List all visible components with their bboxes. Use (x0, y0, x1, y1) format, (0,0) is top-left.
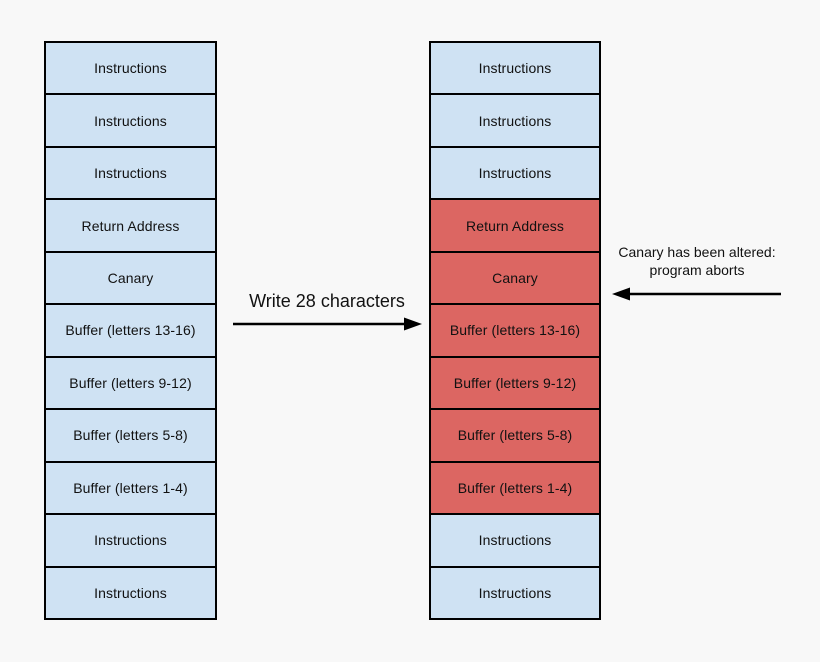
stack-cell-buffer-letters-13-16: Buffer (letters 13-16) (431, 305, 599, 358)
stack-cell-canary: Canary (431, 252, 599, 306)
stack-cell-buffer-letters-5-8: Buffer (letters 5-8) (46, 410, 215, 463)
write-arrow-label: Write 28 characters (249, 291, 405, 311)
stack-cell-buffer-letters-9-12: Buffer (letters 9-12) (46, 357, 215, 411)
stack-cell-instructions: Instructions (46, 515, 215, 568)
stack-cell-canary: Canary (46, 252, 215, 306)
stack-cell-buffer-letters-9-12: Buffer (letters 9-12) (431, 357, 599, 411)
stack-cell-instructions: Instructions (46, 567, 215, 618)
canary-annotation: Canary has been altered: program aborts (606, 243, 788, 302)
write-arrow-group: Write 28 characters (229, 291, 425, 332)
stack-cell-return-address: Return Address (431, 200, 599, 253)
arrow-left-icon (612, 287, 781, 301)
stack-cell-buffer-letters-5-8: Buffer (letters 5-8) (431, 410, 599, 463)
stack-cell-return-address: Return Address (46, 200, 215, 253)
arrow-right-icon (233, 317, 422, 331)
stack-cell-instructions: Instructions (431, 147, 599, 201)
annotation-line1: Canary has been altered: (618, 244, 776, 260)
stack-cell-instructions: Instructions (431, 95, 599, 148)
stack-cell-instructions: Instructions (46, 95, 215, 148)
stack-cell-instructions: Instructions (46, 147, 215, 201)
stack-cell-instructions: Instructions (431, 515, 599, 568)
stack-cell-instructions: Instructions (431, 43, 599, 96)
stack-cell-buffer-letters-1-4: Buffer (letters 1-4) (431, 462, 599, 516)
stack-cell-buffer-letters-1-4: Buffer (letters 1-4) (46, 462, 215, 516)
stack-cell-buffer-letters-13-16: Buffer (letters 13-16) (46, 305, 215, 358)
stack-cell-instructions: Instructions (46, 43, 215, 96)
annotation-line2: program aborts (649, 262, 745, 278)
stack-cell-instructions: Instructions (431, 567, 599, 618)
